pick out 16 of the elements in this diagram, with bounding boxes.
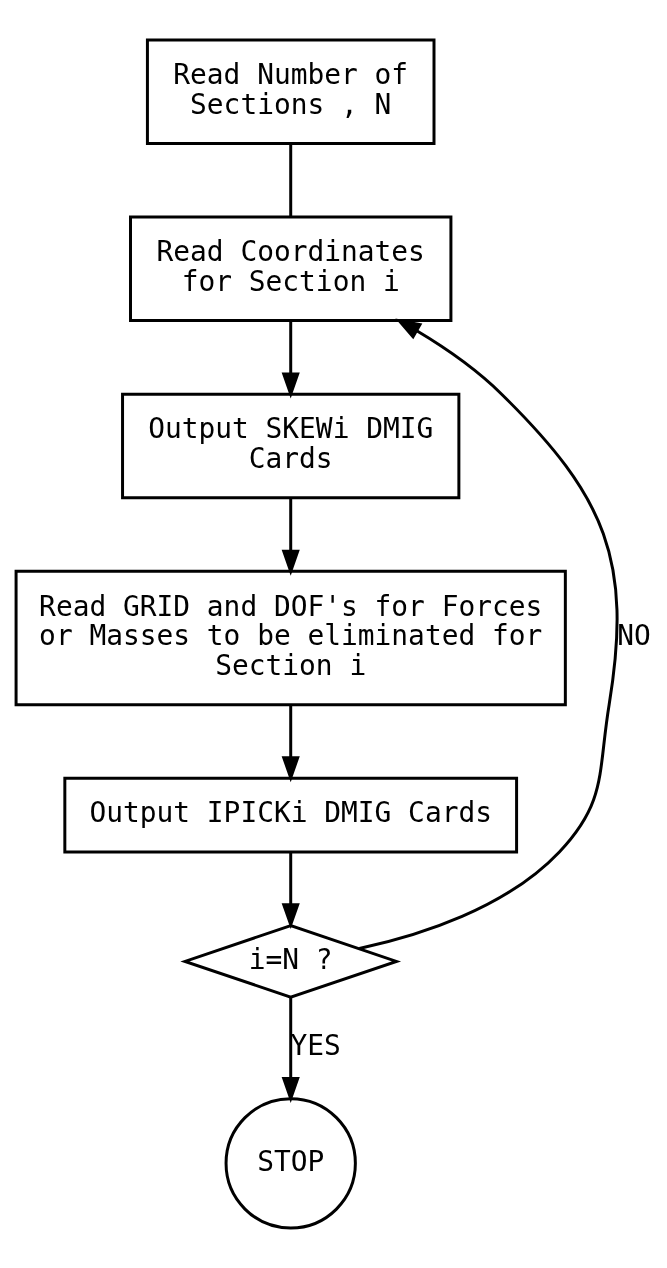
edge-label: YES (290, 1029, 341, 1063)
arrow (281, 852, 300, 930)
arrow (281, 320, 300, 399)
node-diamond: i=N ? (180, 924, 402, 999)
arrow (281, 498, 300, 576)
node-box: Read GRID and DOF's for Forces or Masses to be eliminated for Section i (14, 569, 567, 707)
arrow (281, 705, 300, 783)
arrow (281, 997, 300, 1104)
node-box: Read Coordinates for Section i (129, 215, 453, 323)
arrow (359, 318, 619, 950)
connector (289, 143, 293, 217)
node-box: Output IPICKi DMIG Cards (63, 776, 519, 854)
edge-label: NO (617, 619, 651, 653)
node-box: Output SKEWi DMIG Cards (121, 392, 461, 500)
node-box: Read Number of Sections , N (145, 38, 436, 145)
node-circle: STOP (224, 1097, 357, 1230)
